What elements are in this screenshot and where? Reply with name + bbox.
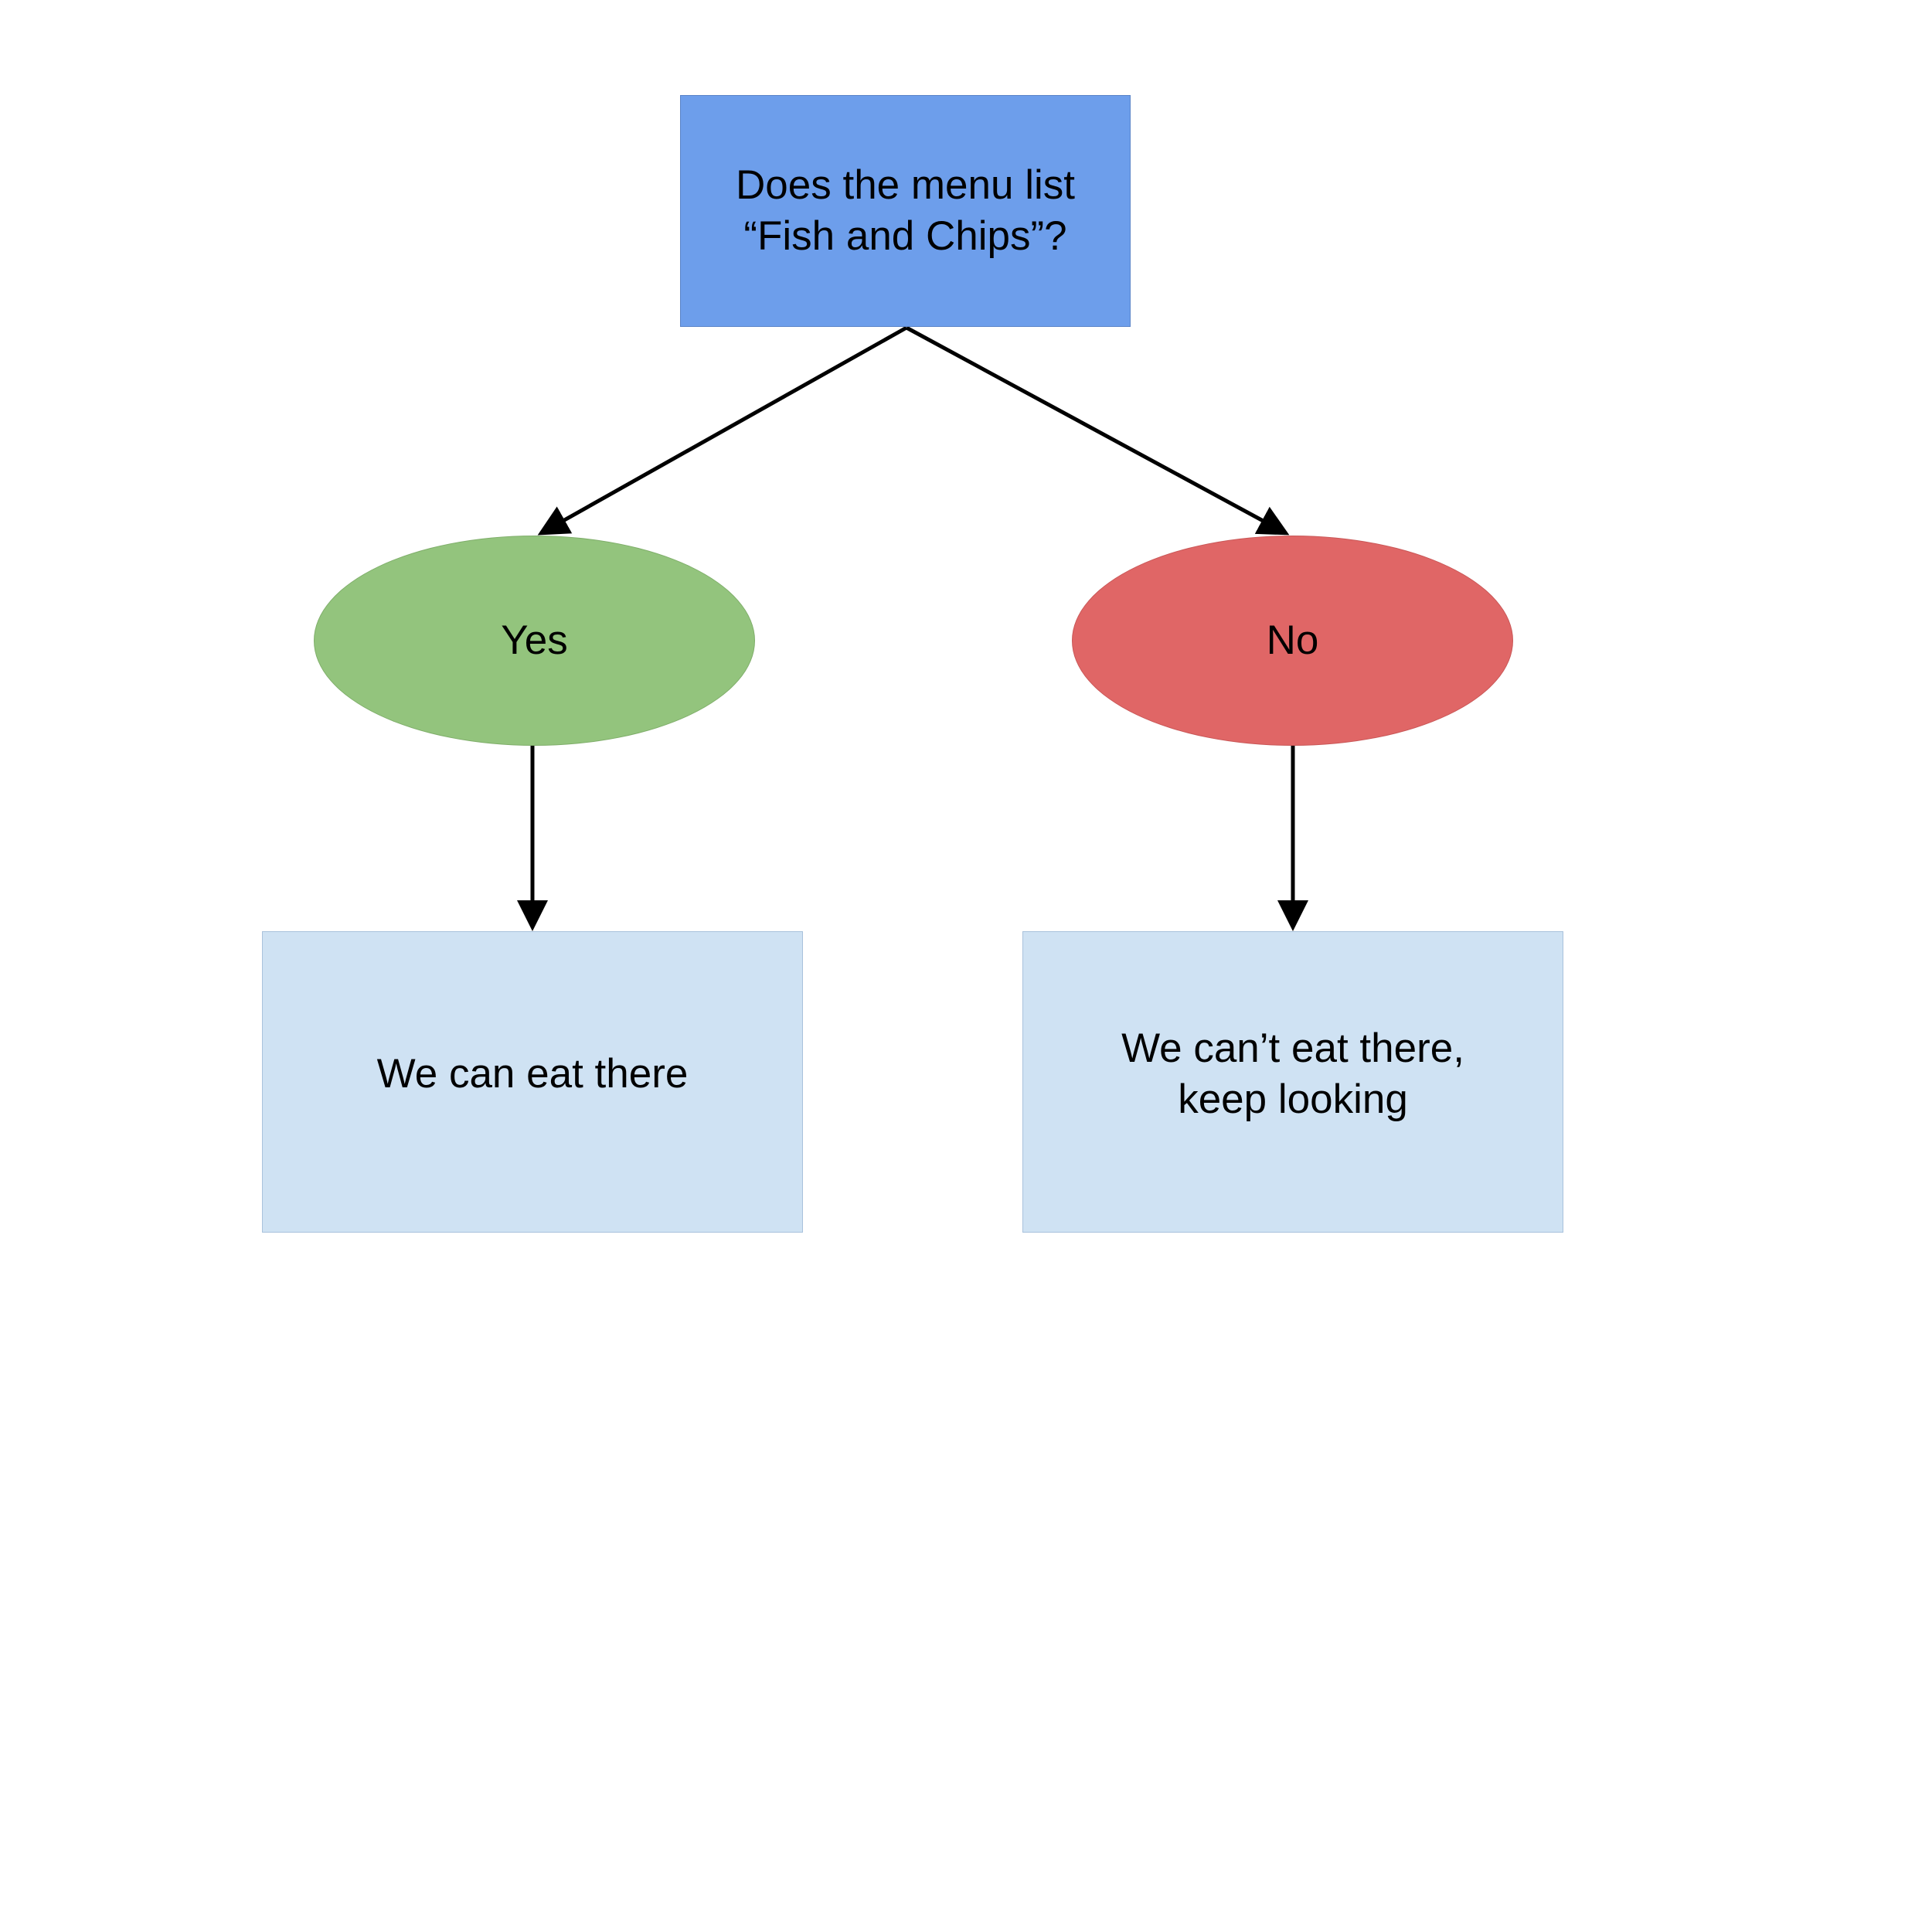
arrow-to-no (905, 325, 1290, 536)
yes-node: Yes (314, 536, 755, 746)
question-line-2: “Fish and Chips”? (743, 213, 1067, 259)
question-line-1: Does the menu list (736, 162, 1075, 208)
yes-outcome-text: We can eat there (376, 1051, 689, 1097)
question-box: Does the menu list “Fish and Chips”? (680, 95, 1131, 327)
no-outcome-box: We can’t eat there, keep looking (1022, 931, 1563, 1233)
arrow-to-yes (537, 325, 908, 536)
yes-outcome-box: We can eat there (262, 931, 803, 1233)
no-label: No (1266, 617, 1319, 663)
no-outcome-line-1: We can’t eat there, (1121, 1026, 1464, 1071)
yes-label: Yes (501, 617, 568, 663)
no-node: No (1072, 536, 1513, 746)
no-outcome-line-2: keep looking (1178, 1077, 1408, 1122)
